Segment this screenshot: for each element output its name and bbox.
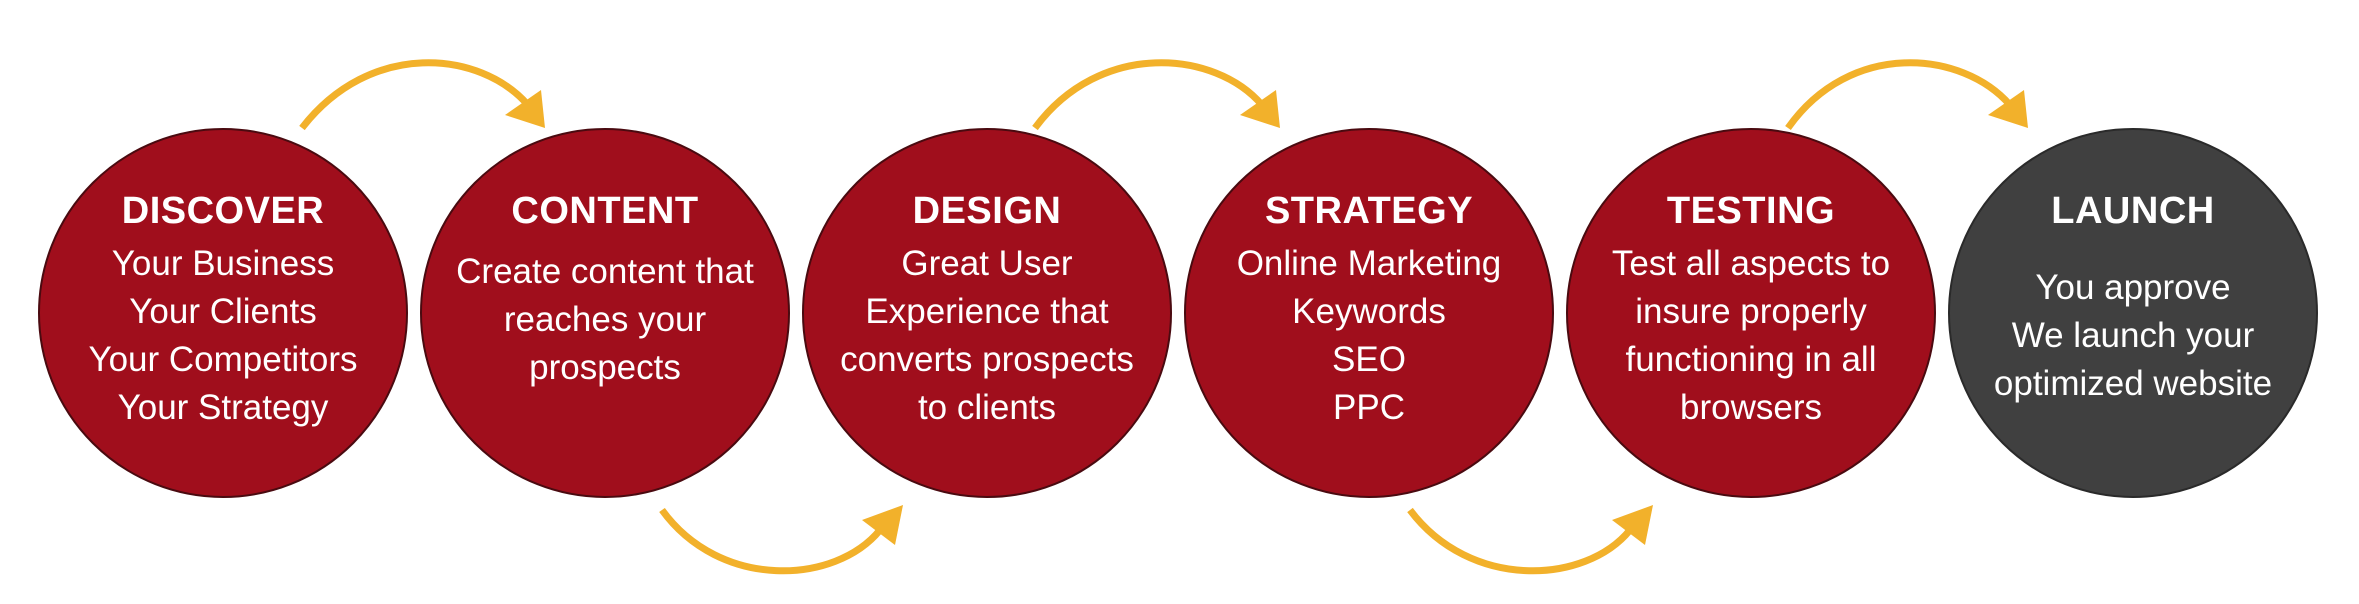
step-line: Experience that (865, 292, 1109, 331)
step-launch: LAUNCH You approve We launch your optimi… (1948, 128, 2318, 498)
arrow-design-to-strategy (1032, 59, 1280, 131)
step-title: LAUNCH (2051, 190, 2215, 232)
step-line: Test all aspects to (1611, 244, 1891, 283)
step-line: converts prospects (840, 340, 1134, 379)
step-description: Your Business Your Clients Your Competit… (88, 240, 357, 432)
step-description: Test all aspects to insure properly func… (1612, 240, 1890, 432)
step-title: DISCOVER (121, 190, 325, 232)
step-strategy: STRATEGY Online Marketing Keywords SEO P… (1184, 128, 1554, 498)
step-title: CONTENT (511, 190, 699, 232)
arrow-strategy-to-testing (1407, 505, 1653, 575)
step-line: Your Strategy (117, 388, 329, 427)
step-testing: TESTING Test all aspects to insure prope… (1566, 128, 1936, 498)
step-line: insure properly (1635, 292, 1867, 331)
arrow-discover-to-content (299, 59, 545, 131)
step-line: Great User (901, 244, 1073, 283)
step-description: You approve We launch your optimized web… (1994, 264, 2272, 408)
step-line: functioning in all (1625, 340, 1877, 379)
step-title: STRATEGY (1264, 190, 1474, 232)
step-line: SEO (1332, 340, 1406, 379)
step-line: Your Business (111, 244, 335, 283)
step-line: to clients (917, 388, 1057, 427)
step-line: You approve (2035, 268, 2231, 307)
arrow-content-to-design (659, 505, 903, 575)
step-line: prospects (529, 348, 681, 387)
step-title: DESIGN (912, 190, 1062, 232)
step-content: CONTENT Create content that reaches your… (420, 128, 790, 498)
step-line: Online Marketing (1236, 244, 1502, 283)
step-title: TESTING (1666, 190, 1836, 232)
step-line: Create content that (456, 252, 754, 291)
step-line: We launch your (2011, 316, 2255, 355)
step-line: Your Clients (129, 292, 317, 331)
step-discover: DISCOVER Your Business Your Clients Your… (38, 128, 408, 498)
arrow-testing-to-launch (1785, 59, 2028, 131)
step-description: Great User Experience that converts pros… (840, 240, 1134, 432)
step-description: Online Marketing Keywords SEO PPC (1237, 240, 1502, 432)
step-design: DESIGN Great User Experience that conver… (802, 128, 1172, 498)
step-line: optimized website (1993, 364, 2273, 403)
step-line: PPC (1333, 388, 1405, 427)
step-line: browsers (1680, 388, 1822, 427)
step-line: Keywords (1292, 292, 1446, 331)
step-description: Create content that reaches your prospec… (456, 248, 754, 392)
step-line: Your Competitors (88, 340, 358, 379)
step-line: reaches your (503, 300, 707, 339)
